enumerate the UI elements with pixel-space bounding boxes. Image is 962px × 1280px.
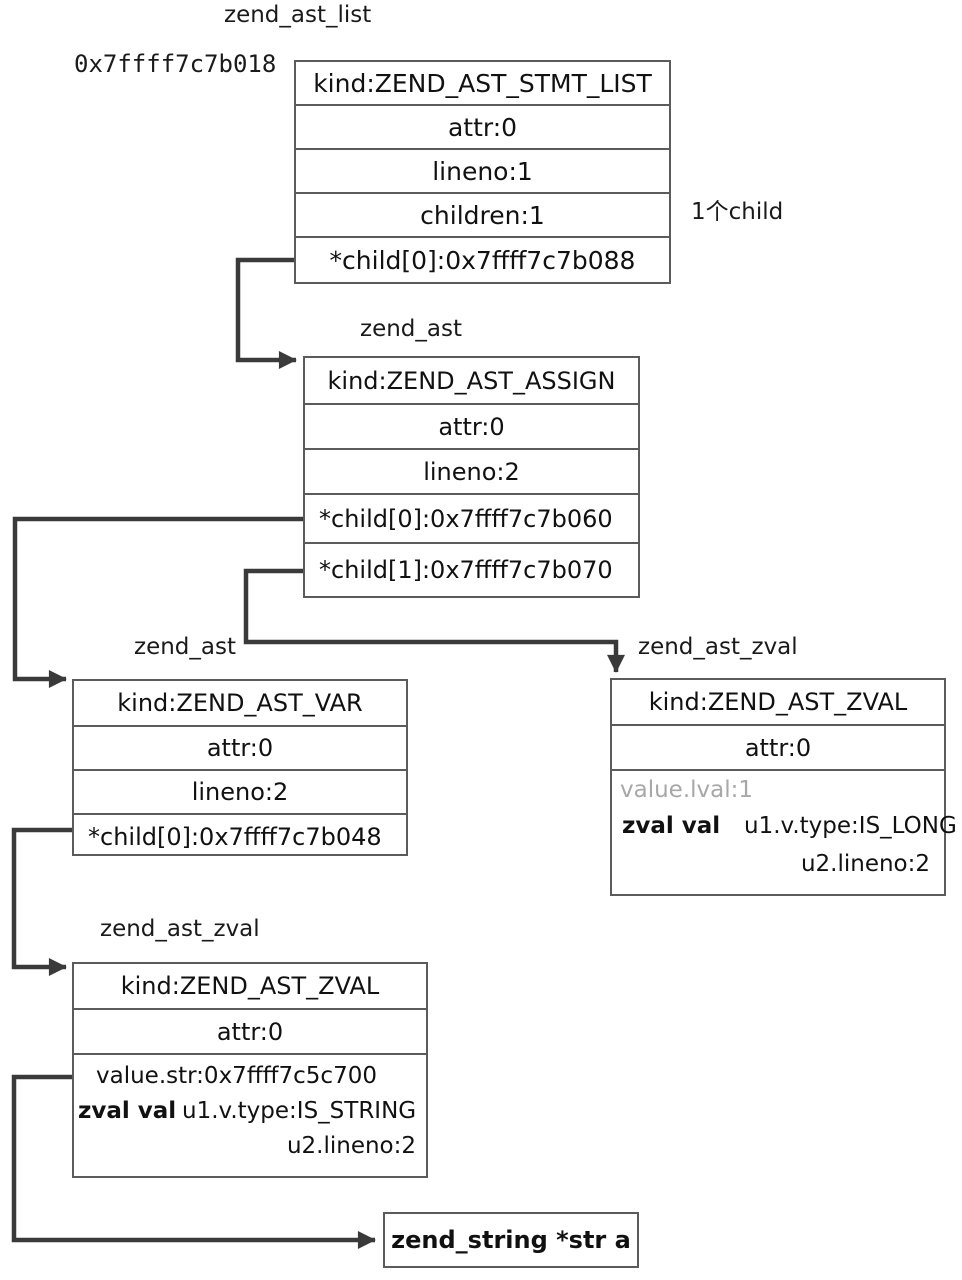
zval-line-lineno: u2.lineno:2 [286,1133,416,1159]
field-kind: kind:ZEND_AST_ZVAL [74,964,426,1010]
field-zval-val: value.lval:1 zval val u1.v.type:IS_LONG … [612,771,957,894]
field-child0: *child[0]:0x7ffff7c7b060 [305,495,638,544]
wire-var-child0-to-zval-string [11,827,72,976]
field-lineno: lineno:2 [74,771,406,815]
caption-zend-ast-assign: zend_ast [360,316,462,342]
field-child0: *child[0]:0x7ffff7c7b048 [88,822,382,851]
zval-line-lineno: u2.lineno:2 [800,851,930,877]
field-zval-val: value.str:0x7ffff7c5c700 zval val u1.v.t… [74,1055,426,1176]
zval-composite: value.str:0x7ffff7c5c700 zval val u1.v.t… [74,1055,426,1176]
node-zend-ast-zval-string[interactable]: kind:ZEND_AST_ZVAL attr:0 value.str:0x7f… [72,962,428,1178]
caption-zend-ast-zval-string: zend_ast_zval [100,916,260,942]
caption-zend-ast-zval-long: zend_ast_zval [638,634,798,660]
caption-zend-ast-list: zend_ast_list [224,2,372,28]
field-child1: *child[1]:0x7ffff7c7b070 [319,556,613,584]
field-attr: attr:0 [305,405,638,450]
field-kind: kind:ZEND_AST_ASSIGN [305,358,638,405]
zval-composite: value.lval:1 zval val u1.v.type:IS_LONG … [612,771,957,894]
caption-zend-ast-var: zend_ast [134,634,236,660]
node-zend-string[interactable]: zend_string *str a [383,1212,639,1268]
zval-label: zval val [622,813,721,839]
annotation-one-child: 1个child [691,199,784,225]
field-kind: kind:ZEND_AST_VAR [74,681,406,727]
field-kind: kind:ZEND_AST_STMT_LIST [296,62,669,106]
field-lineno: lineno:2 [305,450,638,495]
field-attr: attr:0 [74,727,406,771]
node-zend-ast-list[interactable]: kind:ZEND_AST_STMT_LIST attr:0 lineno:1 … [294,60,671,284]
zval-line-value: value.lval:1 [620,777,754,803]
field-attr: attr:0 [74,1010,426,1055]
root-address-label: 0x7ffff7c7b018 [74,50,277,78]
field-zend-string: zend_string *str a [391,1226,631,1254]
zval-line-type: u1.v.type:IS_STRING [182,1098,417,1124]
field-attr: attr:0 [296,106,669,150]
wire-stmtlist-child0-to-assign [235,257,297,369]
zval-line-type: u1.v.type:IS_LONG [744,813,957,839]
field-attr: attr:0 [612,726,944,771]
field-lineno: lineno:1 [296,150,669,194]
node-zend-ast-assign[interactable]: kind:ZEND_AST_ASSIGN attr:0 lineno:2 *ch… [303,356,640,598]
field-children: children:1 [296,194,669,238]
field-kind: kind:ZEND_AST_ZVAL [612,680,944,726]
node-zend-ast-var[interactable]: kind:ZEND_AST_VAR attr:0 lineno:2 *child… [72,679,408,856]
field-child0: *child[0]:0x7ffff7c7b088 [329,245,636,275]
zval-line-value: value.str:0x7ffff7c5c700 [96,1063,377,1089]
zval-label: zval val [78,1098,177,1124]
node-zend-ast-zval-long[interactable]: kind:ZEND_AST_ZVAL attr:0 value.lval:1 z… [610,678,957,896]
